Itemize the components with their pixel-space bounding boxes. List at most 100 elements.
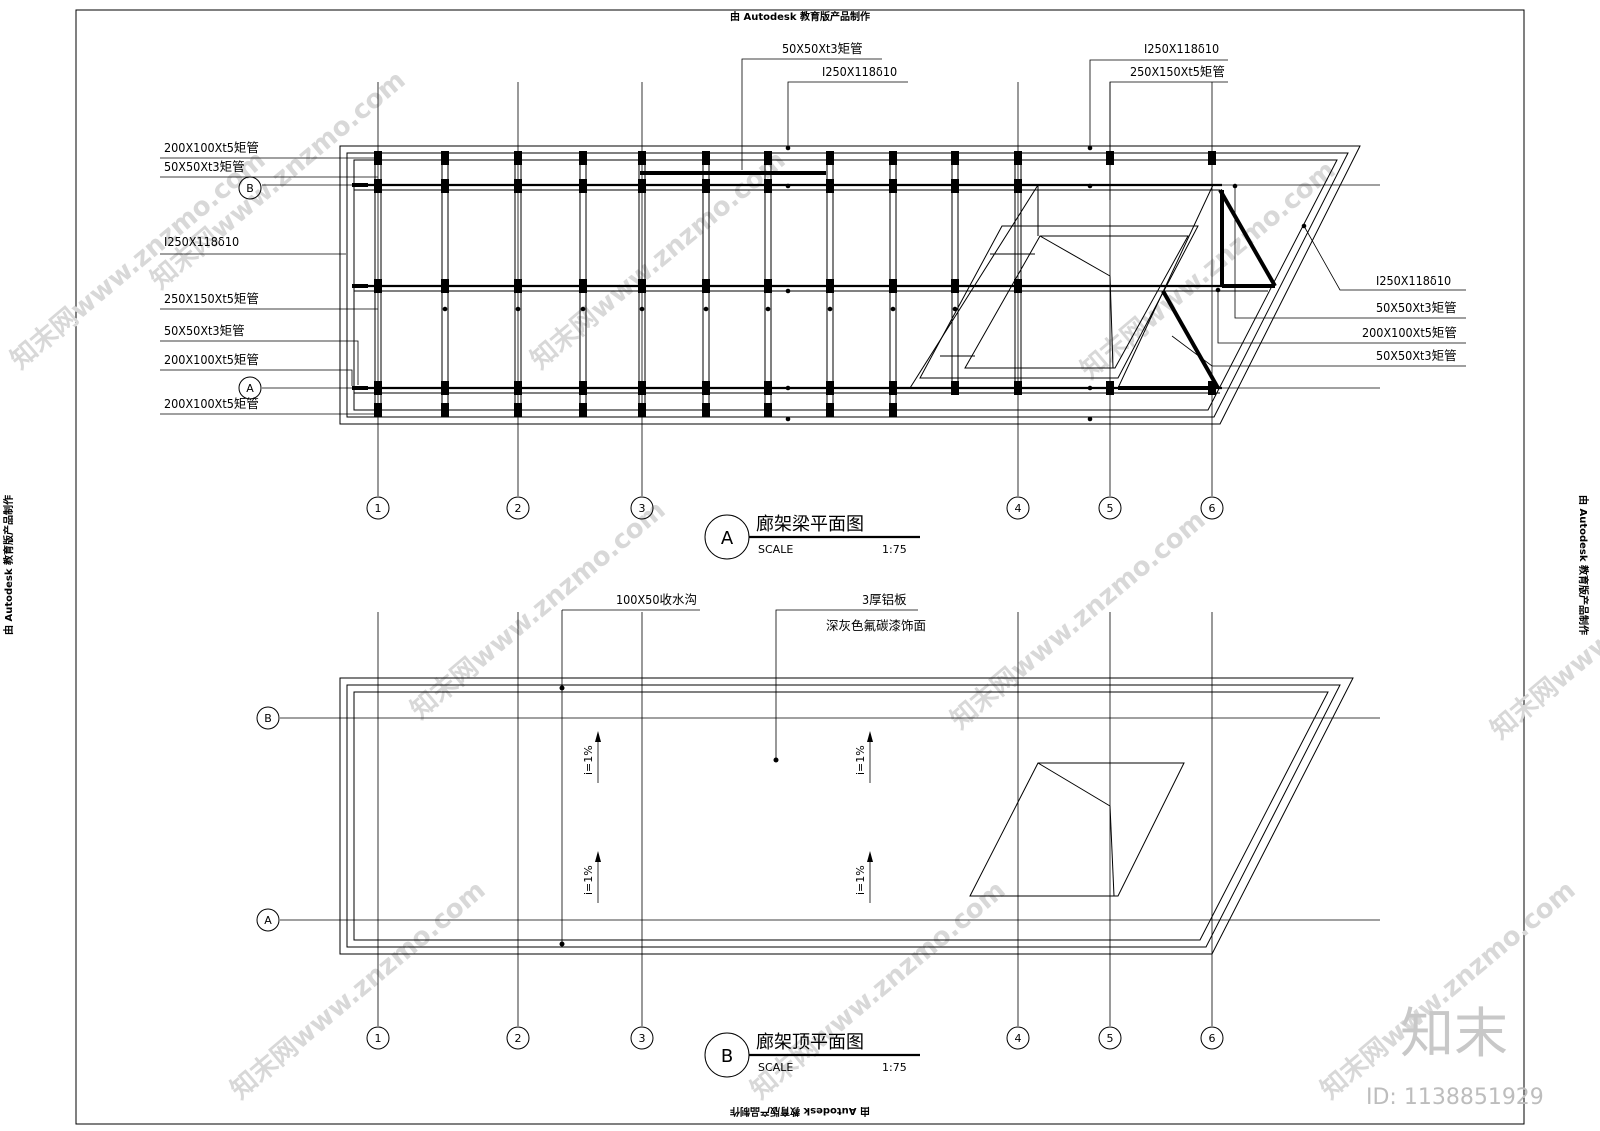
svg-text:知末网www.znzmo.com: 知末网www.znzmo.com	[145, 65, 411, 295]
plan-a-axis-label-3: 3	[639, 502, 646, 515]
row-label-b-b: B	[264, 712, 272, 725]
svg-text:知末网www.znzmo.com: 知末网www.znzmo.com	[1315, 875, 1581, 1105]
row-bubble-a-b	[256, 908, 280, 932]
plan-b-title-block: B 廊架顶平面图 SCALE 1:75	[704, 1032, 920, 1078]
svg-text:50X50Xt3矩管: 50X50Xt3矩管	[1376, 300, 1457, 315]
node-dot	[765, 306, 771, 312]
plan-b-outline-outer	[339, 677, 1354, 955]
node-dot	[785, 416, 791, 422]
skylight-ridge-1	[1039, 235, 1111, 277]
svg-text:I250X118δ10: I250X118δ10	[164, 234, 239, 249]
node-dot	[785, 183, 791, 189]
plan-a-right-callouts: I250X118δ10 50X50Xt3矩管 200X100Xt5矩管 50X5…	[1171, 186, 1466, 367]
stamp-bottom: 由 Autodesk 教育版产品制作	[730, 1105, 870, 1118]
plan-a-axis-label-5: 5	[1107, 502, 1114, 515]
plan-a-axis-bubble-1	[366, 496, 390, 520]
plan-b-skylight-ridge-1	[1037, 762, 1111, 807]
site-logo: 知末	[1400, 1002, 1508, 1065]
plan-a-axis-bubble-3	[630, 496, 654, 520]
plan-b-axis-bubble-6	[1200, 1026, 1224, 1050]
row-label-a-b: A	[264, 914, 272, 927]
purlin-bearing	[764, 279, 772, 293]
purlin-bearing	[764, 179, 772, 193]
plan-b-axis-bubble-3	[630, 1026, 654, 1050]
purlin-bearing	[951, 279, 959, 293]
svg-text:I250X118δ10: I250X118δ10	[1376, 273, 1451, 288]
svg-text:50X50Xt3矩管: 50X50Xt3矩管	[164, 323, 245, 338]
purlin-bearing	[702, 179, 710, 193]
plan-b-axis-bubble-2	[506, 1026, 530, 1050]
plan-a-title: 廊架梁平面图	[756, 514, 864, 535]
skylight-frame-1	[919, 225, 1199, 379]
purlin-bearing	[826, 151, 834, 165]
purlin-bearing	[579, 151, 587, 165]
purlin-bearing	[889, 179, 897, 193]
plan-b-axis-label-1: 1	[375, 1032, 382, 1045]
plan-b-title: 廊架顶平面图	[756, 1032, 864, 1053]
purlin-bearing	[702, 279, 710, 293]
svg-text:知末网www.znzmo.com: 知末网www.znzmo.com	[525, 145, 791, 375]
purlin-bearing	[889, 151, 897, 165]
plan-b-skylight-ridge-2	[1109, 805, 1115, 897]
svg-text:200X100Xt5矩管: 200X100Xt5矩管	[1362, 325, 1457, 340]
node-dot	[703, 306, 709, 312]
node-dot	[442, 306, 448, 312]
svg-text:200X100Xt5矩管: 200X100Xt5矩管	[164, 396, 259, 411]
svg-text:200X100Xt5矩管: 200X100Xt5矩管	[164, 140, 259, 155]
plan-a-scale: 1:75	[882, 543, 907, 556]
watermark-layer: 知末网www.znzmo.com 知末网www.znzmo.com 知末网www…	[5, 65, 1600, 1105]
plan-a-axis-label-4: 4	[1015, 502, 1022, 515]
purlin-bearing	[951, 179, 959, 193]
brace-3	[1161, 290, 1220, 389]
svg-text:i=1%: i=1%	[582, 745, 595, 775]
plan-b-roof-layout	[339, 677, 1354, 955]
plan-a-scale-label: SCALE	[758, 543, 793, 556]
plan-b-outline-inner	[353, 691, 1329, 941]
svg-text:200X100Xt5矩管: 200X100Xt5矩管	[164, 352, 259, 367]
svg-text:250X150Xt5矩管: 250X150Xt5矩管	[1130, 64, 1225, 79]
svg-text:50X50Xt3矩管: 50X50Xt3矩管	[1376, 348, 1457, 363]
purlin-bearing	[702, 403, 710, 417]
panel-label-1: 3厚铝板	[862, 592, 907, 607]
svg-text:i=1%: i=1%	[854, 865, 867, 895]
node-dot	[827, 306, 833, 312]
purlin-bearing	[441, 151, 449, 165]
node-dot	[890, 306, 896, 312]
purlin-bearing	[826, 179, 834, 193]
purlin-bearing	[579, 279, 587, 293]
node-dot	[785, 288, 791, 294]
plan-b-axis-label-4: 4	[1015, 1032, 1022, 1045]
svg-text:i=1%: i=1%	[854, 745, 867, 775]
plan-a-left-callouts: 200X100Xt5矩管 50X50Xt3矩管 I250X118δ10 250X…	[160, 140, 378, 415]
slope-arrows: i=1% i=1% i=1% i=1%	[582, 731, 873, 903]
node-dot	[580, 306, 586, 312]
purlin-bearing	[764, 151, 772, 165]
plan-b-axis-bubble-1	[366, 1026, 390, 1050]
svg-text:250X150Xt5矩管: 250X150Xt5矩管	[164, 291, 259, 306]
row-label-a-a: A	[246, 382, 254, 395]
plan-a-axis-bubble-2	[506, 496, 530, 520]
plan-a-axis-label-2: 2	[515, 502, 522, 515]
purlin-bearing	[702, 151, 710, 165]
plan-a-axis-label-1: 1	[375, 502, 382, 515]
plan-b-marker: B	[721, 1046, 733, 1067]
svg-text:50X50Xt3矩管: 50X50Xt3矩管	[164, 159, 245, 174]
purlin-bearing	[826, 279, 834, 293]
row-label-b-a: B	[246, 182, 254, 195]
plan-a-title-block: A 廊架梁平面图 SCALE 1:75	[704, 514, 920, 560]
purlin-bearing	[889, 279, 897, 293]
svg-text:知末网www.znzmo.com: 知末网www.znzmo.com	[945, 505, 1211, 735]
sheet-border	[75, 9, 1525, 1125]
stamp-left: 由 Autodesk 教育版产品制作	[2, 495, 15, 635]
plan-b-axis-label-5: 5	[1107, 1032, 1114, 1045]
purlin-bearing	[889, 403, 897, 417]
purlin-bearing	[764, 403, 772, 417]
plan-b-axis-label-6: 6	[1209, 1032, 1216, 1045]
brace-1	[1218, 189, 1277, 287]
plan-a-axis-bubble-4	[1006, 496, 1030, 520]
skylight-ridge-2	[1109, 275, 1114, 369]
stamp-right: 由 Autodesk 教育版产品制作	[1577, 495, 1590, 635]
